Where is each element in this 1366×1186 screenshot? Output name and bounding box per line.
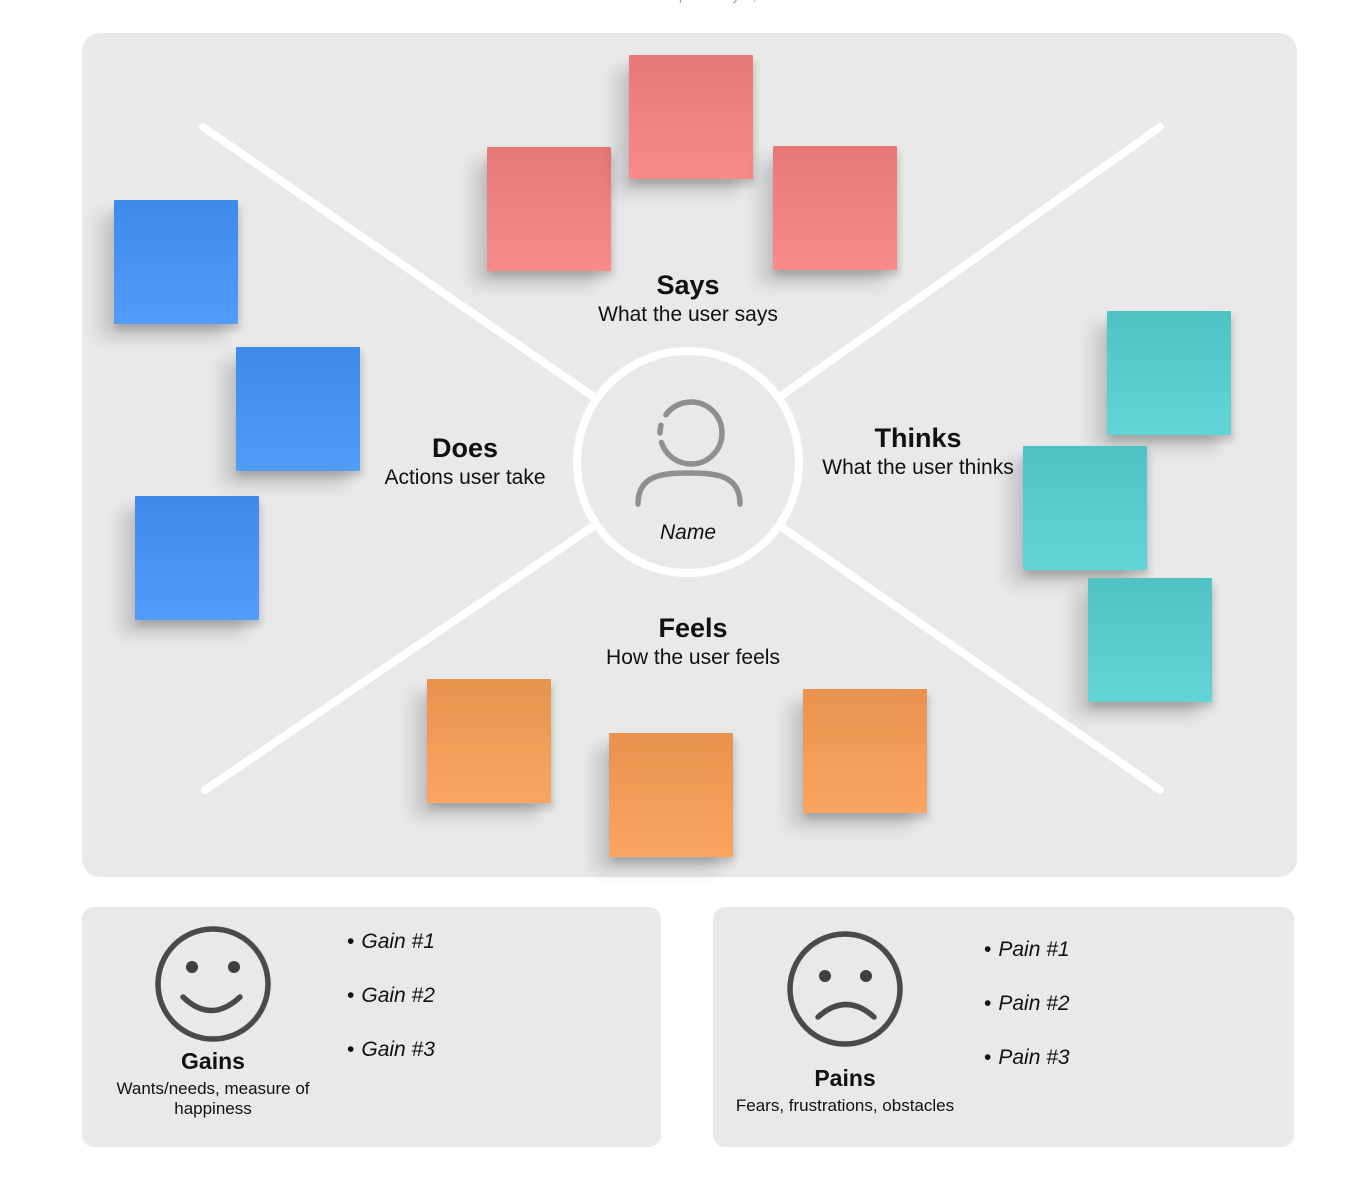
list-item[interactable]: • Gain #3	[347, 1037, 435, 1062]
gains-title: Gains	[181, 1048, 245, 1074]
thinks-title: Thinks	[874, 423, 962, 453]
gain-item-label[interactable]: Gain #1	[361, 930, 435, 953]
sticky-note-thinks[interactable]	[1023, 446, 1147, 570]
list-item[interactable]: • Gain #1	[347, 929, 435, 954]
pains-title: Pains	[814, 1065, 876, 1091]
says-title: Says	[656, 270, 720, 300]
list-item[interactable]: • Pain #3	[984, 1045, 1070, 1070]
quadrant-overlay	[199, 123, 1164, 794]
sticky-note-does[interactable]	[236, 347, 360, 471]
pains-list: • Pain #1 • Pain #2 • Pain #3	[984, 937, 1070, 1099]
sticky-note-says[interactable]	[773, 146, 897, 270]
gains-caption: Wants/needs, measure of happiness	[116, 1079, 310, 1118]
bullet-icon: •	[347, 984, 355, 1007]
author-date-byline: Micala Richetta | January 4, 2024	[0, 0, 1366, 4]
list-item[interactable]: • Gain #2	[347, 983, 435, 1008]
sticky-note-does[interactable]	[135, 496, 259, 620]
thinks-subtitle: What the user thinks	[822, 456, 1014, 479]
pains-caption: Fears, frustrations, obstacles	[735, 1096, 955, 1115]
sticky-note-feels[interactable]	[609, 733, 733, 857]
list-item[interactable]: • Pain #2	[984, 991, 1070, 1016]
pain-item-label[interactable]: Pain #1	[998, 938, 1070, 961]
happy-face-icon	[155, 926, 271, 1042]
pains-panel: Pains Fears, frustrations, obstacles • P…	[713, 907, 1294, 1147]
list-item[interactable]: • Pain #1	[984, 937, 1070, 962]
sad-face-icon	[787, 931, 903, 1047]
bullet-icon: •	[347, 1038, 355, 1061]
gain-item-label[interactable]: Gain #3	[361, 1038, 435, 1061]
says-label: Says What the user says	[598, 270, 778, 329]
sticky-note-thinks[interactable]	[1107, 311, 1231, 435]
sticky-note-feels[interactable]	[803, 689, 927, 813]
bullet-icon: •	[347, 930, 355, 953]
bullet-icon: •	[984, 992, 992, 1015]
sticky-note-feels[interactable]	[427, 679, 551, 803]
bullet-icon: •	[984, 1046, 992, 1069]
does-label: Does Actions user take	[384, 433, 545, 492]
thinks-label: Thinks What the user thinks	[822, 423, 1013, 482]
bullet-icon: •	[984, 938, 992, 961]
gains-panel: Gains Wants/needs, measure of happiness …	[82, 907, 661, 1147]
sticky-note-thinks[interactable]	[1088, 578, 1212, 702]
does-title: Does	[431, 433, 499, 463]
gains-list: • Gain #1 • Gain #2 • Gain #3	[347, 929, 435, 1091]
pain-item-label[interactable]: Pain #3	[998, 1046, 1070, 1069]
feels-title: Feels	[658, 613, 728, 643]
feels-label: Feels How the user feels	[606, 613, 780, 672]
sticky-note-says[interactable]	[629, 55, 753, 179]
sticky-note-says[interactable]	[487, 147, 611, 271]
pain-item-label[interactable]: Pain #2	[998, 992, 1070, 1015]
gain-item-label[interactable]: Gain #2	[361, 984, 435, 1007]
user-icon	[635, 399, 743, 507]
says-subtitle: What the user says	[598, 303, 778, 326]
does-subtitle: Actions user take	[384, 466, 546, 489]
persona-name-label[interactable]: Name	[659, 521, 717, 544]
empathy-map-canvas: Says What the user says Does Actions use…	[82, 33, 1297, 877]
sticky-note-does[interactable]	[114, 200, 238, 324]
feels-subtitle: How the user feels	[606, 646, 780, 669]
